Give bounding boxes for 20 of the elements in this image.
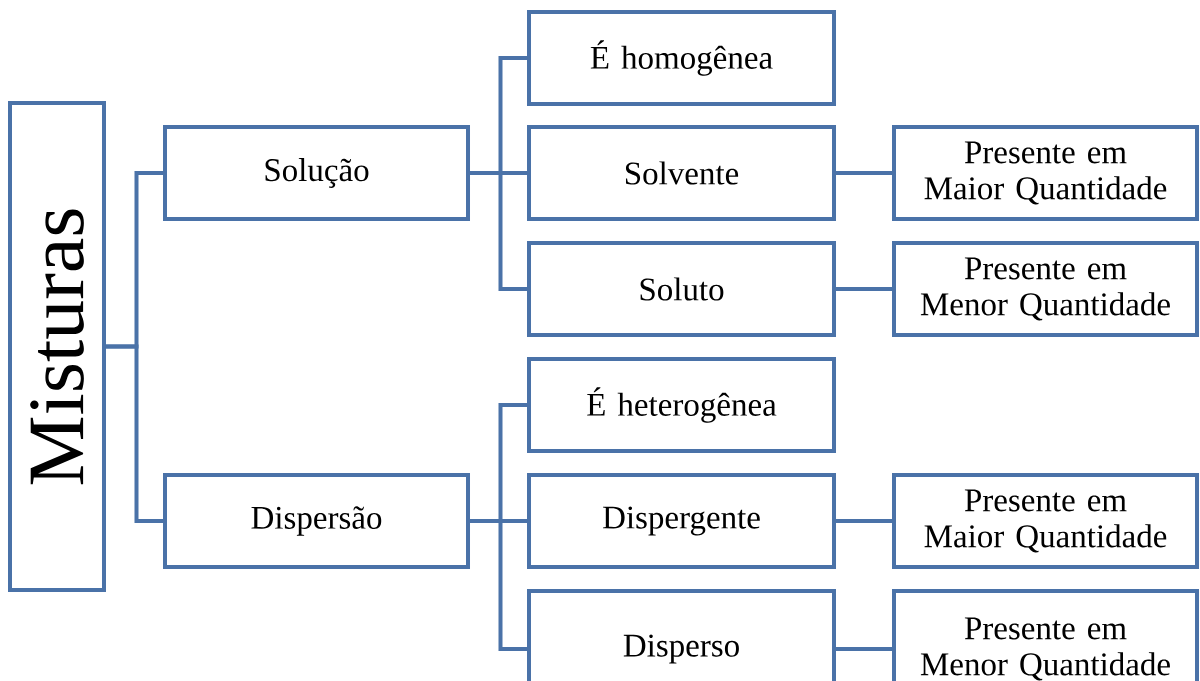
connector xyxy=(836,519,892,523)
text-box: Solvente xyxy=(527,125,836,221)
text-box: Presente em Maior Quantidade xyxy=(892,125,1199,221)
text-box: Dispergente xyxy=(527,473,836,569)
connector xyxy=(836,171,892,175)
text-box: Presente em Maior Quantidade xyxy=(892,473,1199,569)
connector xyxy=(836,647,892,651)
text-box: Presente em Menor Quantidade xyxy=(892,241,1199,337)
text-box: Disperso xyxy=(527,589,836,681)
text-box: É heterogênea xyxy=(527,357,836,453)
text-box: É homogênea xyxy=(527,10,836,106)
title-box: Misturas xyxy=(8,101,106,592)
text-box: Soluto xyxy=(527,241,836,337)
connector xyxy=(470,171,527,291)
connector xyxy=(106,344,163,523)
text-box: Presente em Menor Quantidade xyxy=(892,589,1199,681)
connector xyxy=(470,519,527,651)
text-box: Dispersão xyxy=(163,473,470,569)
text-box: Solução xyxy=(163,125,470,221)
connector xyxy=(836,287,892,291)
